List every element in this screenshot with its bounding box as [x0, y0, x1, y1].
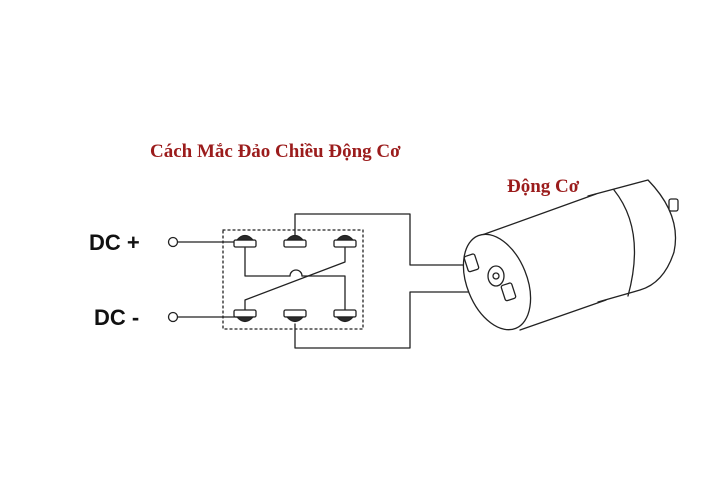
cross-wire-b: [244, 247, 346, 311]
dc-negative-terminal: [167, 311, 179, 323]
dc-negative-label: DC -: [94, 305, 140, 330]
dc-positive-label: DC +: [89, 230, 140, 255]
cross-wire-a: [244, 247, 291, 277]
switch-contact-bottom-middle: [283, 309, 307, 323]
motor-shaft-boss: [487, 265, 505, 287]
diagram-title: Cách Mắc Đảo Chiều Động Cơ: [150, 141, 401, 162]
motor-terminal-top: [463, 253, 480, 273]
motor-label: Động Cơ: [507, 176, 580, 197]
motor-terminal-bottom: [500, 282, 517, 302]
dc-positive-terminal: [167, 236, 179, 248]
switch-contact-bottom-left: [233, 309, 257, 323]
switch-contact-top-middle: [283, 234, 307, 248]
switch-contact-top-right: [333, 234, 357, 248]
motor-rear-ring: [613, 189, 636, 297]
motor-shaft: [492, 272, 500, 280]
cross-wire-a-end: [301, 275, 346, 311]
cross-wire-hop: [289, 269, 303, 277]
switch-contact-bottom-right: [333, 309, 357, 323]
motor-rear-shaft: [668, 198, 679, 212]
motor-wire-bottom: [294, 291, 507, 349]
motor-bottom-edge: [519, 299, 607, 331]
motor-rear-body: [587, 179, 677, 303]
dpdt-switch-body: [222, 229, 364, 330]
motor-wire-top: [294, 213, 473, 266]
switch-contact-top-left: [233, 234, 257, 248]
motor-top-edge: [481, 193, 597, 236]
